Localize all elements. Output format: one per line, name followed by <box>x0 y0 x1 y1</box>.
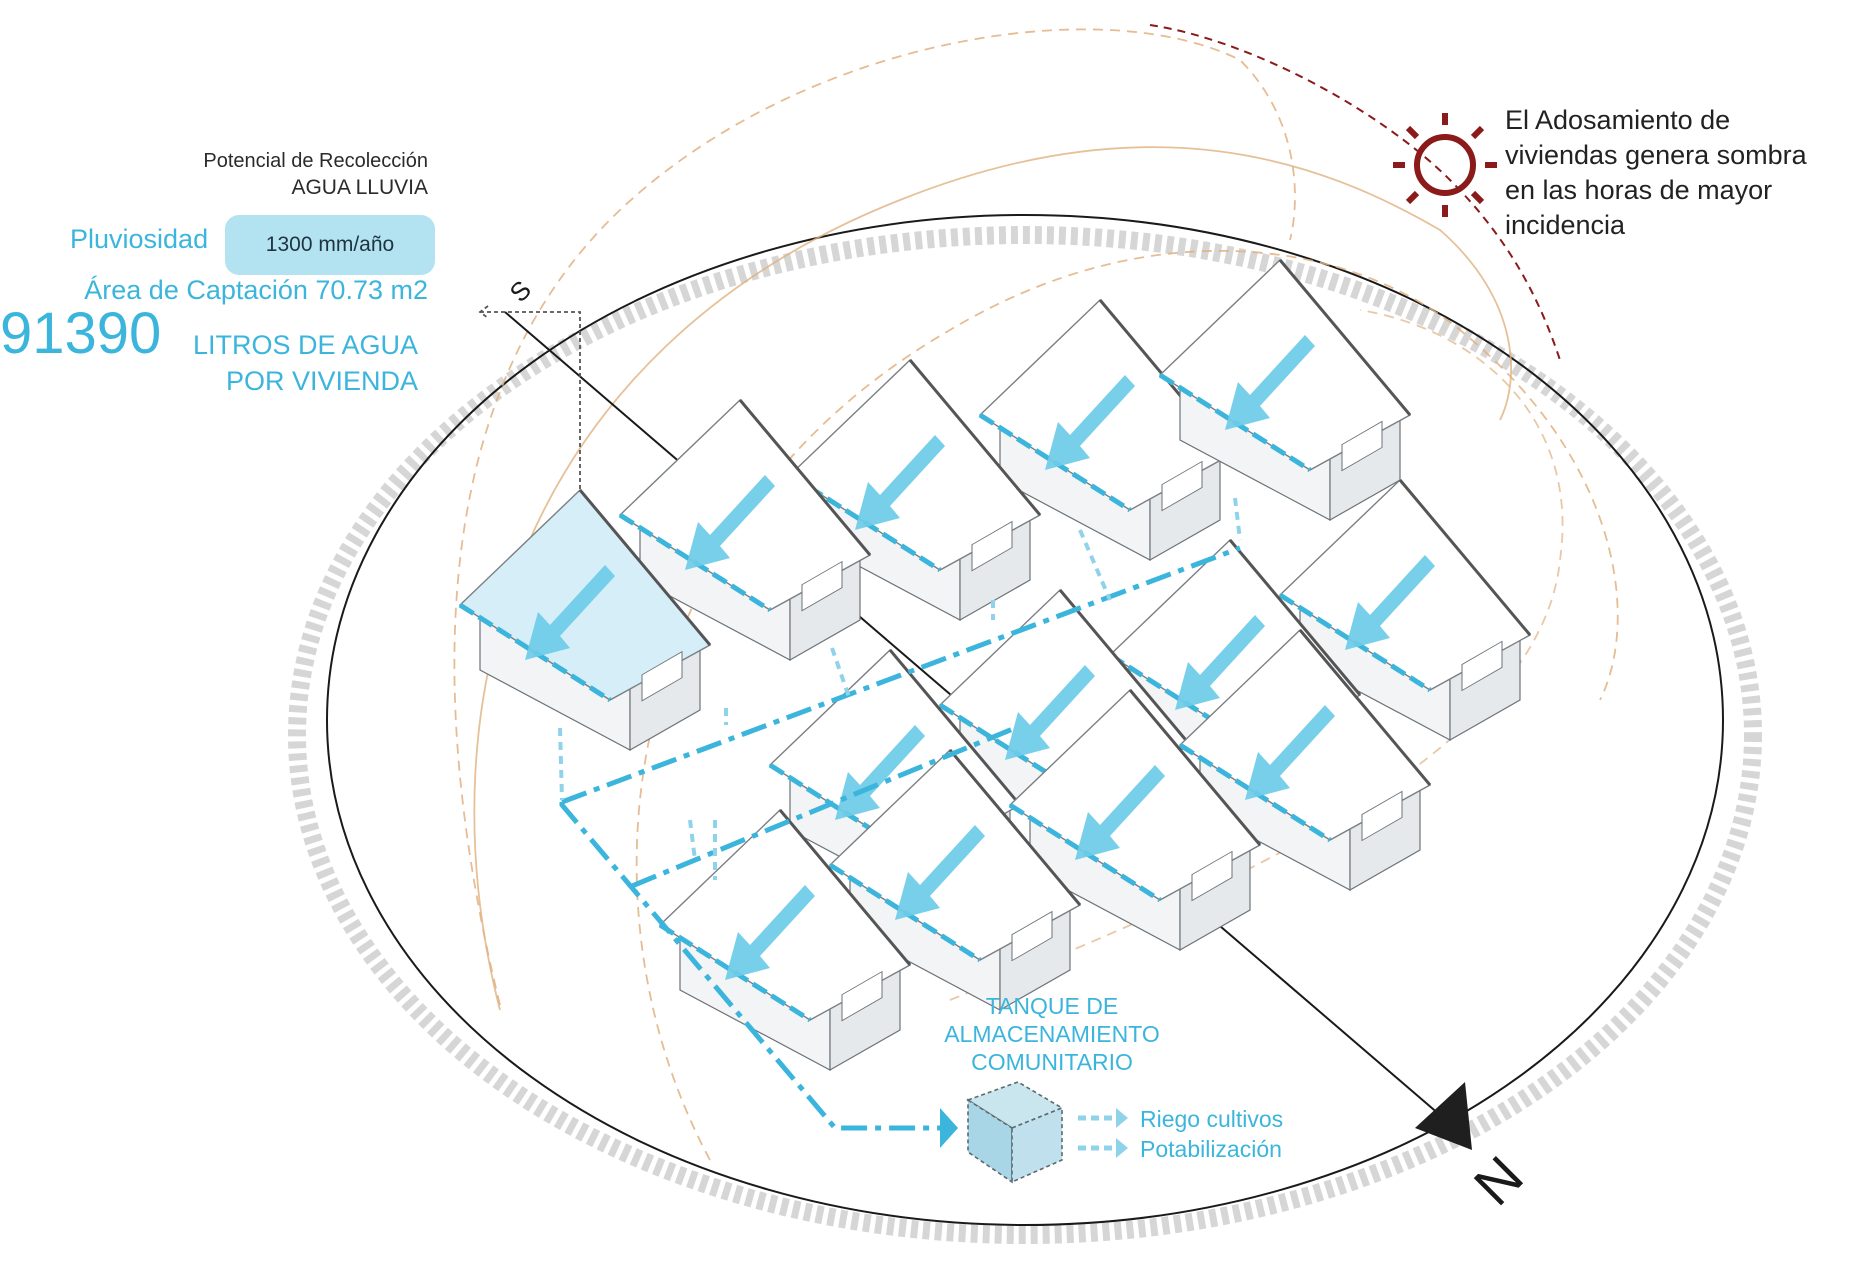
rain-flow-arrow-icon <box>855 435 945 530</box>
south-marker <box>478 305 581 515</box>
liters-label-line1: LITROS DE AGUA <box>192 330 418 360</box>
house-window <box>841 970 883 1022</box>
house <box>1278 478 1532 742</box>
house-roof-ridge <box>888 649 1022 806</box>
house-roof-ridge <box>1128 689 1262 846</box>
house <box>658 808 912 1072</box>
rain-flow-arrow-icon <box>1005 665 1095 760</box>
house-window <box>801 560 843 612</box>
house <box>1008 688 1262 952</box>
house <box>1158 258 1412 522</box>
sun-shadow-path <box>1149 24 1561 361</box>
house-window <box>1011 910 1053 962</box>
collection-title-line2: AGUA LLUVIA <box>291 176 428 199</box>
rain-flow-arrow-icon <box>1175 615 1265 710</box>
sun-shade-note: El Adosamiento de viviendas genera sombr… <box>1505 105 1807 240</box>
catchment-area-label: Área de Captación 70.73 m2 <box>84 275 428 305</box>
tank-title: TANQUE DE ALMACENAMIENTO COMUNITARIO <box>944 993 1160 1075</box>
house-window <box>641 650 683 702</box>
house-window <box>1161 460 1203 512</box>
house-roof-ridge <box>1058 589 1192 746</box>
rainfall-value-badge: 1300 mm/año <box>225 215 435 275</box>
site-boundary-ellipse <box>326 214 1724 1226</box>
house-window <box>1461 640 1503 692</box>
house-roof-ridge <box>948 749 1082 906</box>
house-roof-ridge <box>1228 539 1362 696</box>
house-window <box>1361 790 1403 842</box>
liters-value: 91390 <box>0 301 162 366</box>
house-window <box>971 520 1013 572</box>
liters-label-line2: POR VIVIENDA <box>225 366 418 396</box>
rain-flow-arrow-icon <box>895 825 985 920</box>
tank-use-potabilization: Potabilización <box>1140 1136 1282 1162</box>
rain-flow-arrow-icon <box>1345 555 1435 650</box>
house-roof-ridge <box>778 809 912 966</box>
sun-icon <box>1393 113 1497 217</box>
house-roof-ridge <box>578 489 712 646</box>
house-window <box>1341 420 1383 472</box>
rain-flow-arrow-icon <box>525 565 615 660</box>
water-pipes <box>559 545 1241 1131</box>
rain-flow-arrow-icon <box>685 475 775 570</box>
rain-flow-arrow-icon <box>725 885 815 980</box>
rain-flow-arrow-icon <box>1075 765 1165 860</box>
house-roof-ridge <box>1398 479 1532 636</box>
outer-dashed-ring <box>288 226 1762 1244</box>
rain-flow-arrow-icon <box>1245 705 1335 800</box>
house-window <box>1191 850 1233 902</box>
tank-output-arrows <box>1078 1115 1118 1151</box>
house-roof-ridge <box>738 399 872 556</box>
rainfall-label: Pluviosidad <box>70 224 209 254</box>
house <box>618 398 872 662</box>
rain-flow-arrow-icon <box>835 725 925 820</box>
house <box>1178 628 1432 892</box>
rain-flow-arrow-icon <box>1225 335 1315 430</box>
north-arrow-icon <box>1415 1082 1472 1150</box>
riego-arrow-icon <box>1116 1108 1128 1128</box>
rainfall-value: 1300 mm/año <box>265 233 395 256</box>
tank-use-irrigation: Riego cultivos <box>1140 1106 1284 1132</box>
potabilizacion-arrow-icon <box>1116 1138 1128 1158</box>
collection-title-line1: Potencial de Recolección <box>203 150 428 172</box>
tank-inlet-arrow-icon <box>940 1108 958 1148</box>
houses-layer <box>458 258 1532 1072</box>
house <box>458 488 712 752</box>
house-roof-ridge <box>908 359 1042 516</box>
house-roof-ridge <box>1278 259 1412 416</box>
house-roof-ridge <box>1298 629 1432 786</box>
collector-segments <box>558 497 1242 880</box>
rain-flow-arrow-icon <box>1045 375 1135 470</box>
storage-tank-icon <box>966 1081 1064 1184</box>
